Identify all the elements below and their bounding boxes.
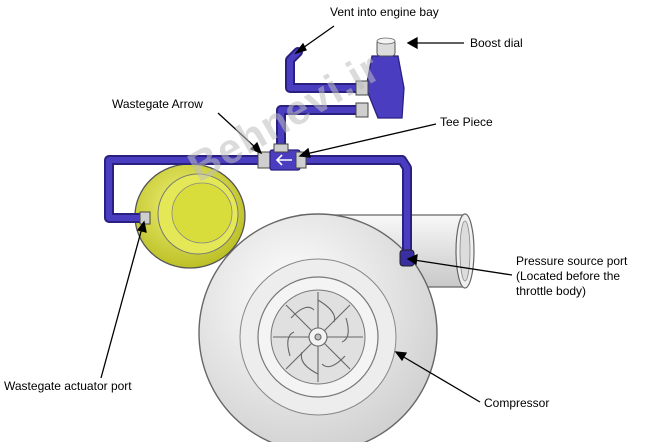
tee-piece <box>257 143 307 171</box>
leader-arrows <box>100 25 513 403</box>
label-pressure-source: Pressure source port (Located before the… <box>516 254 627 299</box>
label-pressure-line-3: throttle body) <box>516 284 587 298</box>
boost-dial-valve <box>355 37 405 119</box>
label-wastegate-actuator: Wastegate actuator port <box>4 379 132 393</box>
compressor-wheel <box>273 292 363 382</box>
label-pressure-line-2: (Located before the <box>516 269 621 283</box>
boost-hose <box>104 47 412 263</box>
label-wastegate-arrow: Wastegate Arrow <box>112 97 203 111</box>
wastegate-actuator <box>134 163 246 269</box>
label-tee-piece: Tee Piece <box>440 115 493 129</box>
label-vent: Vent into engine bay <box>330 5 439 19</box>
label-boost-dial: Boost dial <box>470 36 523 50</box>
actuator-port-fitting <box>139 211 151 225</box>
label-pressure-line-1: Pressure source port <box>516 254 628 268</box>
label-compressor: Compressor <box>484 396 550 410</box>
